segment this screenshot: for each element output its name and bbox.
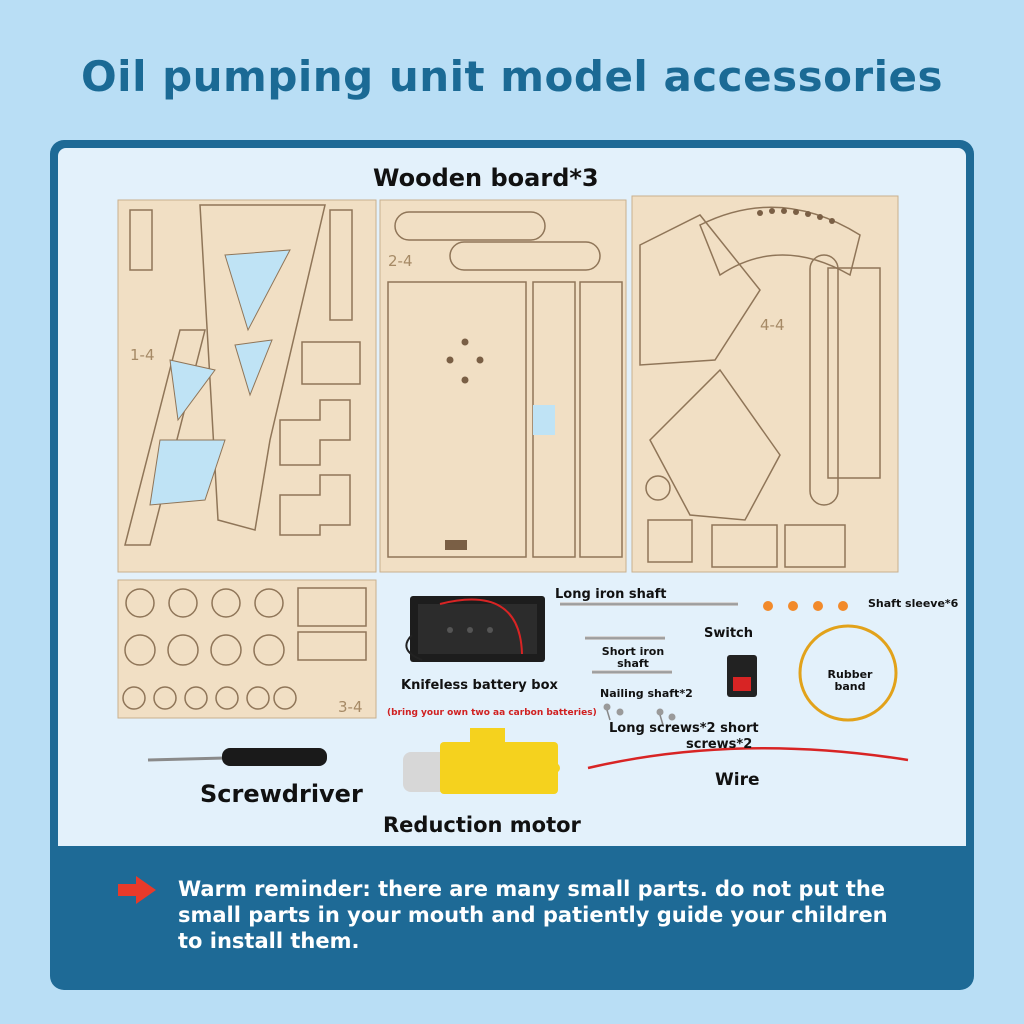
screws	[603, 703, 676, 726]
rubber-band-label-line1: Rubber	[827, 668, 873, 681]
battery-note: (bring your own two aa carbon batteries)	[387, 708, 597, 718]
right-arrow-icon	[118, 876, 156, 904]
short-iron-shaft-label-line2: shaft	[617, 657, 649, 671]
long-iron-shaft-label: Long iron shaft	[555, 587, 667, 602]
battery-box-label: Knifeless battery box	[401, 678, 558, 693]
switch	[727, 655, 757, 697]
screws-label-line1: Long screws*2 short	[609, 721, 759, 736]
shaft-sleeves	[763, 601, 848, 611]
short-iron-shaft-2	[592, 670, 672, 674]
wire	[587, 747, 909, 770]
board-1-number: 1-4	[130, 346, 155, 364]
long-iron-shaft	[560, 602, 738, 606]
wooden-board-1	[117, 199, 377, 573]
shaft-sleeve-label: Shaft sleeve*6	[868, 597, 959, 610]
reduction-motor	[403, 728, 560, 794]
board-2-number: 2-4	[388, 252, 413, 270]
short-iron-shaft-1	[585, 636, 665, 640]
board-3-number: 3-4	[338, 698, 363, 716]
rubber-band-label: Rubber band	[822, 668, 878, 694]
rubber-band-label-line2: band	[834, 680, 866, 694]
reminder-line-1: Warm reminder: there are many small part…	[178, 877, 886, 901]
short-iron-shaft-label-line1: Short iron	[601, 645, 665, 658]
battery-box	[405, 596, 545, 662]
switch-label: Switch	[704, 626, 754, 641]
screwdriver	[147, 748, 327, 766]
warm-reminder: Warm reminder: there are many small part…	[178, 876, 948, 954]
wooden-board-4	[631, 195, 899, 573]
screwdriver-label: Screwdriver	[200, 780, 363, 808]
board-4-number: 4-4	[760, 316, 785, 334]
wire-label: Wire	[715, 770, 760, 790]
wooden-board-3	[117, 579, 377, 719]
nailing-shaft-label: Nailing shaft*2	[600, 687, 693, 700]
reminder-line-3: to install them.	[178, 929, 360, 953]
screws-label-line2: screws*2	[686, 737, 753, 752]
reminder-line-2: small parts in your mouth and patiently …	[178, 903, 888, 927]
rubber-band	[798, 624, 898, 722]
wooden-board-2	[379, 199, 627, 573]
page-title: Oil pumping unit model accessories	[80, 52, 944, 101]
short-iron-shaft-label: Short iron shaft	[598, 645, 668, 671]
reduction-motor-label: Reduction motor	[383, 813, 581, 837]
wooden-board-label: Wooden board*3	[373, 164, 599, 192]
